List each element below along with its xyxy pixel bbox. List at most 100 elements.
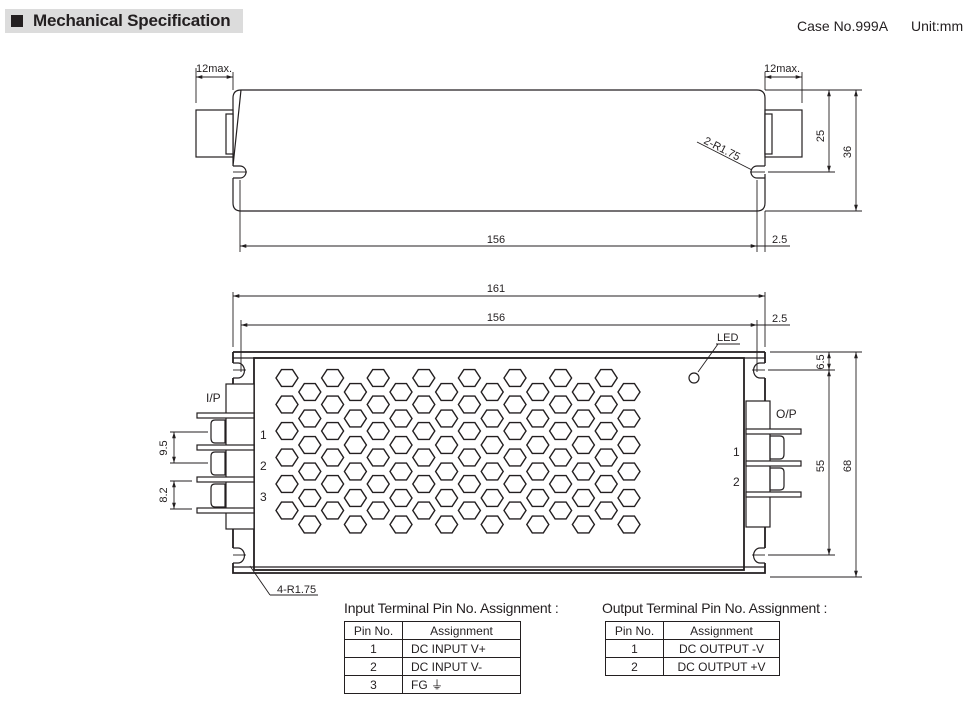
side-body-outline <box>232 89 766 212</box>
output-pin-2: 2 <box>733 475 740 489</box>
perforation-hole <box>525 435 550 455</box>
led-label: LED <box>717 332 738 344</box>
pin-number: 1 <box>605 639 664 658</box>
table-header-assignment: Assignment <box>663 621 780 640</box>
perforation-hole <box>503 395 527 414</box>
perforation-hole <box>434 462 459 481</box>
perforation-hole <box>389 382 413 402</box>
input-label: I/P <box>206 391 221 405</box>
perforation-hole <box>548 395 573 414</box>
section-bullet-icon <box>11 15 23 27</box>
perforation-hole <box>548 368 573 388</box>
perforation-hole <box>548 421 573 441</box>
perforation-hole <box>275 421 299 441</box>
perforation-hole <box>503 501 527 520</box>
table-row: 1 DC OUTPUT -V <box>605 639 780 658</box>
perforation-hole <box>366 501 391 520</box>
perforation-hole <box>457 421 482 441</box>
table-header-pin: Pin No. <box>605 621 664 640</box>
perforation-hole <box>503 448 527 467</box>
perforation-hole <box>343 435 368 455</box>
top-overall-length-dim: 161 <box>487 283 505 295</box>
perforation-hole <box>525 409 550 428</box>
perforation-hole <box>320 474 345 494</box>
pin-number: 3 <box>344 675 403 694</box>
perforation-hole <box>411 448 436 467</box>
perforation-hole <box>320 395 345 414</box>
perforation-hole <box>480 435 505 455</box>
perforation-hole <box>297 435 322 455</box>
perforation-hole <box>275 501 299 520</box>
perforation-hole <box>411 474 436 494</box>
perforation-hole <box>594 395 619 414</box>
perforation-hole <box>457 448 482 467</box>
perforation-hole <box>389 409 413 428</box>
perforation-hole <box>480 515 505 534</box>
perforation-hole <box>548 448 573 467</box>
perforation-hole <box>617 382 641 402</box>
side-offset-dim: 2.5 <box>772 234 787 246</box>
perforation-hole <box>617 462 641 481</box>
perforation-hole <box>594 368 619 388</box>
pin-number: 2 <box>605 657 664 676</box>
perforation-hole <box>320 421 345 441</box>
perforation-hole <box>480 488 505 508</box>
input-pin-table: Pin No. Assignment 1 DC INPUT V+ 2 DC IN… <box>344 621 521 694</box>
perforation-hole <box>411 368 436 388</box>
case-number: Case No.999A <box>797 18 889 34</box>
perforation-hole <box>343 515 368 534</box>
perforation-hole <box>411 421 436 441</box>
perforation-hole <box>617 409 641 428</box>
perforation-hole <box>389 515 413 534</box>
perforation-hole <box>525 488 550 508</box>
hole-pitch-vertical-dim: 55 <box>815 460 827 472</box>
perforation-hole <box>594 501 619 520</box>
perforation-hole <box>297 382 322 402</box>
side-right-terminal-dim: 12max. <box>764 63 800 75</box>
perforation-hole <box>480 382 505 402</box>
perforation-hole <box>434 435 459 455</box>
perforation-hole <box>275 448 299 467</box>
perforation-hole <box>343 409 368 428</box>
perforation-hole <box>571 382 596 402</box>
hole-edge-offset-dim: 6.5 <box>815 354 827 369</box>
perforation-grid <box>275 368 641 534</box>
perforation-hole <box>503 368 527 388</box>
table-row: 3 FG ⏚ <box>344 675 521 694</box>
perforation-hole <box>366 368 391 388</box>
perforation-hole <box>343 488 368 508</box>
perforation-hole <box>434 409 459 428</box>
perforation-hole <box>297 488 322 508</box>
input-pin-1: 1 <box>260 428 267 442</box>
perforation-hole <box>571 462 596 481</box>
perforation-hole <box>571 435 596 455</box>
top-hole-pitch-dim: 156 <box>487 312 505 324</box>
top-mount-slots <box>233 362 765 564</box>
input-terminal-block: I/P 1 2 3 <box>196 383 267 530</box>
perforation-hole <box>434 382 459 402</box>
output-label: O/P <box>776 407 797 421</box>
section-title-bar: Mechanical Specification <box>5 9 243 33</box>
section-title: Mechanical Specification <box>33 11 231 30</box>
perforation-hole <box>525 515 550 534</box>
perforation-hole <box>320 501 345 520</box>
table-row: 2 DC OUTPUT +V <box>605 657 780 676</box>
input-pin-2: 2 <box>260 459 267 473</box>
perforation-hole <box>571 488 596 508</box>
input-pitch-2-dim: 8.2 <box>158 487 170 502</box>
output-pin-table: Pin No. Assignment 1 DC OUTPUT -V 2 DC O… <box>605 621 780 676</box>
output-terminal-block: O/P 1 2 <box>733 400 802 528</box>
pin-assignment: DC OUTPUT +V <box>663 657 780 676</box>
perforation-hole <box>457 368 482 388</box>
pin-assignment: DC INPUT V- <box>402 657 521 676</box>
perforation-hole <box>617 435 641 455</box>
perforation-hole <box>275 395 299 414</box>
output-table-caption: Output Terminal Pin No. Assignment : <box>602 600 828 616</box>
side-left-terminal-dim: 12max. <box>196 63 232 75</box>
output-table-header-row: Pin No. Assignment <box>605 621 780 640</box>
perforation-hole <box>320 448 345 467</box>
input-pitch-1-dim: 9.5 <box>158 440 170 455</box>
perforation-hole <box>480 409 505 428</box>
perforation-hole <box>480 462 505 481</box>
